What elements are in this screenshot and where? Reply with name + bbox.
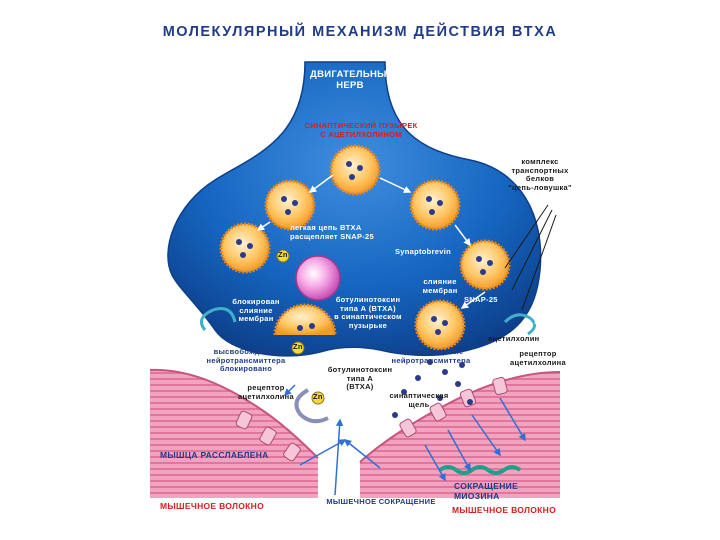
release-blocked-label: высвобождение нейротрансмиттера блокиров… <box>206 347 286 374</box>
btxa-label: ботулинотоксин типа А (BTXA) <box>327 365 393 392</box>
ach-receptor-right-label: рецептор ацетилхолина <box>510 349 566 367</box>
acetylcholine-label: ацетилхолин <box>488 334 540 343</box>
snap25-label: SNAP-25 <box>464 295 498 304</box>
syntaxin-hooks <box>199 307 536 336</box>
muscle-fiber-left-shape <box>149 368 319 498</box>
btxa-in-vesicle-shape <box>295 255 341 301</box>
ach-receptor-left-label: рецептор ацетилхолина <box>238 383 294 401</box>
fusion-blocked-label: блокирован слияние мембран <box>232 297 280 324</box>
motor-nerve-terminal <box>167 61 542 357</box>
zn-label-1: Zn <box>278 250 288 259</box>
light-chain-label: легкая цепь BTXA расщепляет SNAP-25 <box>290 223 374 241</box>
muscle-contraction-label: МЫШЕЧНОЕ СОКРАЩЕНИЕ <box>326 497 436 506</box>
zn-markers <box>276 249 325 405</box>
muscle-fiber-right-label: МЫШЕЧНОЕ ВОЛОКНО <box>452 505 557 515</box>
muscle-fiber-left-label: МЫШЕЧНОЕ ВОЛОКНО <box>160 501 265 511</box>
motor-nerve-label: ДВИГАТЕЛЬНЫЙ НЕРВ <box>310 69 394 91</box>
cycle-arrows <box>256 174 486 309</box>
transport-complex-label: комплекс транспортных белков "цепь-ловуш… <box>508 157 572 192</box>
membrane-fusion-label: слияние мембран <box>422 277 458 295</box>
diagram-title: МОЛЕКУЛЯРНЫЙ МЕХАНИЗМ ДЕЙСТВИЯ BTXA <box>162 24 558 40</box>
btxa-in-vesicle-label: ботулинотоксин типа А (BTXA) в синаптиче… <box>334 295 402 330</box>
zn-label-3: Zn <box>313 392 323 401</box>
pointer-lines <box>504 204 557 311</box>
acetylcholine-dots <box>236 161 493 335</box>
vesicles <box>219 144 511 351</box>
syntaxin-left-label: Syntaxin <box>160 321 194 330</box>
myosin-strand <box>438 465 522 475</box>
zn-label-2: Zn <box>293 342 303 351</box>
syntaxin-right-label: Syntaxin <box>534 317 568 326</box>
muscle-relaxed-label: МЫШЦА РАССЛАБЛЕНА <box>160 450 269 460</box>
release-label: высвобождение нейротрансмиттера <box>391 347 471 365</box>
synaptobrevin-label: Synaptobrevin <box>395 247 451 256</box>
released-acetylcholine <box>392 359 473 418</box>
btxa-toxin-shape <box>294 388 329 424</box>
synaptic-cleft-label: синаптическая щель <box>389 391 449 409</box>
synaptic-vesicle-label: СИНАПТИЧЕСКИЙ ПУЗЫРЕК С АЦЕТИЛХОЛИНОМ <box>304 121 418 139</box>
ach-receptors-left <box>235 410 301 462</box>
myosin-contraction-label: СОКРАЩЕНИЕ МИОЗИНА <box>454 481 519 501</box>
ach-receptors-right <box>399 376 508 438</box>
flow-arrows <box>283 384 526 496</box>
